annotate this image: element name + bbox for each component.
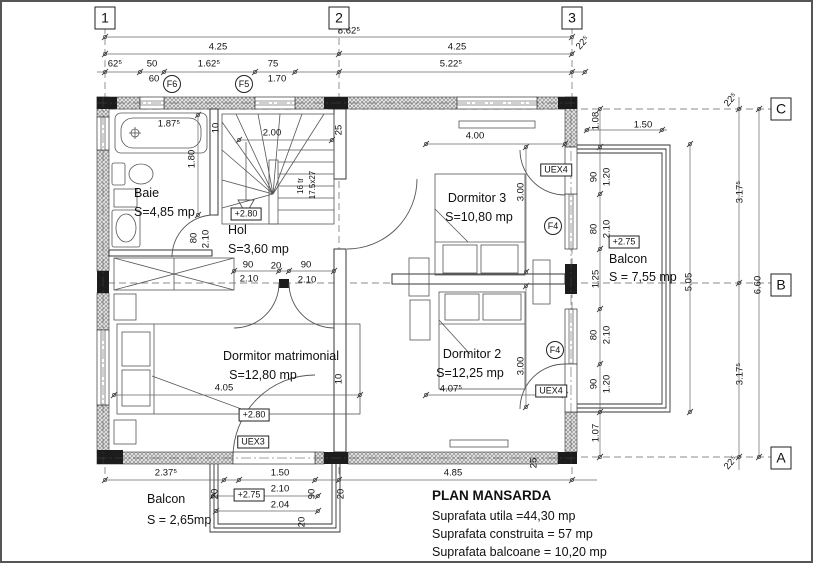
dim-balcon-sud: 1.50: [270, 467, 290, 479]
room-label-hol: Hol: [228, 222, 247, 237]
dim-wall: 25: [528, 457, 540, 469]
dim-balcon-est: 5.05: [683, 272, 695, 292]
level-marker: +2.80: [230, 207, 262, 221]
interior-walls: [108, 108, 566, 453]
title-block: PLAN MANSARDA Suprafata utila =44,30 mp …: [432, 488, 607, 561]
dim-balcon-sud: 20: [296, 516, 308, 528]
dim-right: 2.10: [601, 325, 613, 345]
area-label-dormitor-2: S=12,25 mp: [436, 365, 504, 380]
room-label-dormitor-3: Dormitor 3: [447, 190, 507, 205]
room-label-balcon-sud: Balcon: [147, 491, 186, 506]
room-label-dormitor-matrimonial: Dormitor matrimonial: [223, 348, 339, 363]
door-tag-uex4-top: UEX4: [540, 163, 572, 177]
area-summary-balcoane: Suprafata balcoane = 10,20 mp: [432, 545, 607, 559]
dim-span-c-b: 3.17⁵: [734, 180, 746, 204]
door-tag-uex3: UEX3: [237, 435, 269, 449]
dim-right: 90: [588, 171, 600, 183]
dim-right: 80: [588, 223, 600, 235]
dim-span-2-3: 4.25: [447, 41, 467, 53]
area-label-balcon-sud: S = 2,65mp: [147, 512, 212, 527]
dim-overall-height: 6.60: [752, 275, 764, 295]
room-label-dormitor-2: Dormitor 2: [442, 346, 502, 361]
dim-dormitor-2: 3.00: [515, 356, 527, 376]
area-label-hol: S=3,60 mp: [228, 241, 289, 256]
dim-right: 2.10: [601, 219, 613, 239]
level-marker: +2.80: [238, 408, 270, 422]
dim-bathtub: 1.87⁵: [157, 118, 181, 130]
dim-balcon-sud: 90: [306, 488, 318, 500]
dim-door: 80: [188, 232, 200, 244]
dim-overall-width: 8.62⁵: [337, 25, 361, 37]
dim-right: 1.07: [590, 423, 602, 443]
window-tag-f4-bottom: F4: [546, 341, 564, 359]
dim-bottom: 4.85: [443, 467, 463, 479]
area-summary-utila: Suprafata utila =44,30 mp: [432, 509, 576, 523]
plan-title: PLAN MANSARDA: [432, 488, 552, 503]
dim-top: 5.22⁵: [439, 58, 463, 70]
grid-marker-a: A: [770, 446, 792, 470]
area-label-baie: S=4,85 mp: [134, 204, 195, 219]
window-tag-f6: F6: [163, 75, 181, 93]
area-label-balcon-est: S = 7,55 mp: [609, 269, 677, 284]
room-label-baie: Baie: [134, 185, 160, 200]
dimension-lines: [97, 33, 763, 515]
dim-door: 2.10: [239, 273, 259, 285]
window-tag-f5: F5: [235, 75, 253, 93]
dim-balcon-sud: 2.04: [270, 499, 290, 511]
dim-bottom: 2.37⁵: [154, 467, 178, 479]
dim-door: 2.10: [297, 274, 317, 286]
dim-top: 50: [146, 58, 158, 70]
dim-door: 20: [270, 260, 282, 272]
room-label-balcon-est: Balcon: [609, 251, 648, 266]
dim-dormitor-2: 4.07⁵: [439, 383, 463, 395]
dim-top: 75: [267, 58, 279, 70]
area-label-dormitor-matrimonial: S=12,80 mp: [229, 367, 297, 382]
dim-balcon-sud: 2.10: [270, 483, 290, 495]
dim-wall: 10: [333, 373, 345, 385]
dim-stair-width: 2.00: [262, 127, 282, 139]
dim-right: 1.25: [590, 269, 602, 289]
dim-span-1-2: 4.25: [208, 41, 228, 53]
dim-dormitor-3: 3.00: [515, 182, 527, 202]
level-marker: +2.75: [233, 488, 265, 502]
wall-centerlines: [97, 97, 577, 464]
dim-balcon-est: 1.50: [633, 119, 653, 131]
grid-marker-3: 3: [561, 6, 583, 30]
balcony-railings: [209, 144, 671, 533]
dim-right: 1.20: [601, 167, 613, 187]
dim-wall: 10: [210, 122, 222, 134]
dim-top: 62⁵: [107, 58, 123, 70]
door-swings: [171, 149, 566, 458]
grid-marker-2: 2: [328, 6, 350, 30]
dim-balcon-sud: 20: [209, 488, 221, 500]
area-label-dormitor-3: S=10,80 mp: [445, 209, 513, 224]
dim-top: 1.70: [267, 73, 287, 85]
door-tag-uex4-bottom: UEX4: [535, 384, 567, 398]
dim-top: 1.62⁵: [197, 58, 221, 70]
dim-door: 90: [300, 259, 312, 271]
window-tag-f4-top: F4: [544, 217, 562, 235]
dim-right: 1.08: [590, 111, 602, 131]
grid-marker-b: B: [770, 273, 792, 297]
dim-baie: 1.80: [186, 149, 198, 169]
dim-dormitor-matrimonial: 4.05: [214, 382, 234, 394]
dim-top: 60: [148, 73, 160, 85]
stair-note-step: 17.5x27: [308, 170, 317, 200]
stair-note-treads: 16 tr: [296, 177, 305, 195]
grid-marker-1: 1: [94, 6, 116, 30]
dim-wall: 25: [333, 124, 345, 136]
grid-marker-c: C: [770, 97, 792, 121]
dim-span-b-a: 3.17⁵: [734, 362, 746, 386]
dim-balcon-sud: 20: [335, 488, 347, 500]
dim-right: 80: [588, 329, 600, 341]
dim-door: 90: [242, 259, 254, 271]
level-marker: +2.75: [608, 235, 640, 249]
dim-right: 90: [588, 378, 600, 390]
area-summary-construita: Suprafata construita = 57 mp: [432, 527, 593, 541]
dim-door: 2.10: [200, 229, 212, 249]
dim-right: 1.20: [601, 374, 613, 394]
furniture: [111, 112, 551, 448]
dim-dormitor-3: 4.00: [465, 130, 485, 142]
